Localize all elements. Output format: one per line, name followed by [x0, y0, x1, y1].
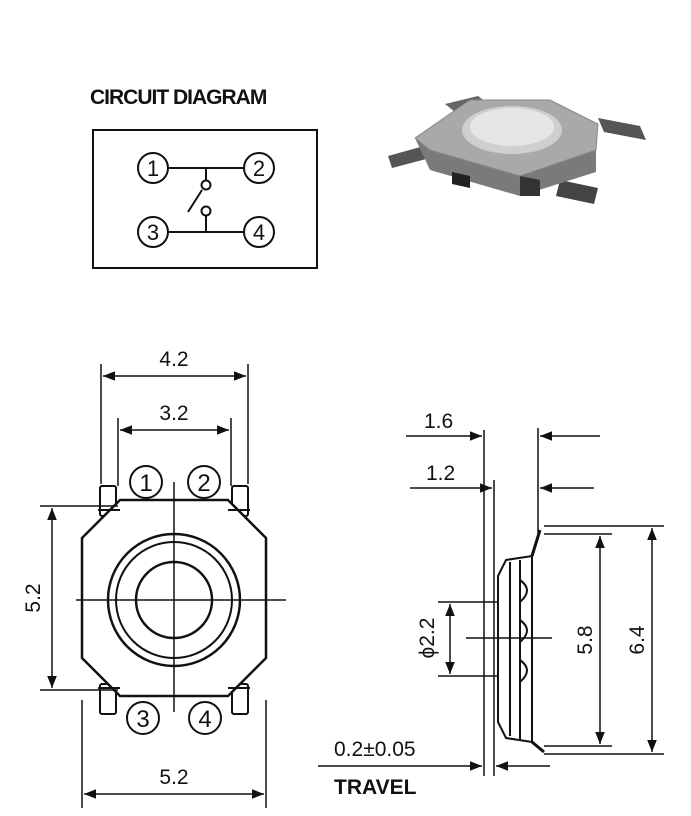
- front-pin-4-label: 4: [198, 706, 211, 733]
- side-view: [466, 428, 552, 776]
- circuit-pin-2-label: 2: [253, 156, 265, 181]
- lead-front-right: [556, 180, 598, 204]
- lead-front-left: [388, 146, 430, 168]
- side-bump-3: [519, 659, 528, 683]
- front-pin-4-circle: [188, 701, 222, 735]
- side-lead-top: [530, 529, 542, 557]
- body-dark-notch-front: [520, 176, 540, 196]
- body-dark-notch-left: [452, 172, 470, 188]
- switch-contact-top: [200, 179, 212, 191]
- travel-label: TRAVEL: [334, 776, 417, 799]
- dim-travel-value: 0.2±0.05: [334, 738, 416, 761]
- dim-1-2-label: 1.2: [426, 462, 455, 485]
- circuit-pin-1-circle: [137, 152, 169, 184]
- circuit-frame: [92, 129, 318, 269]
- dim-4-2-label: 4.2: [159, 348, 188, 371]
- side-bump-1: [519, 579, 528, 603]
- dim-6-4-label: 6.4: [626, 625, 649, 655]
- front-pin-1-label: 1: [139, 470, 152, 497]
- circuit-pin-labels: 1 2 3 4: [147, 156, 265, 245]
- lead-back-right: [598, 118, 646, 140]
- switch-lever: [187, 189, 203, 213]
- side-bump-2: [519, 619, 528, 643]
- circuit-pin-4-circle: [243, 216, 275, 248]
- side-lead-bottom: [531, 740, 545, 754]
- side-view-dimensions: [318, 431, 664, 771]
- circuit-pin-3-circle: [137, 216, 169, 248]
- front-pin-3-circle: [126, 701, 160, 735]
- dim-5-2-horizontal-label: 5.2: [159, 766, 188, 789]
- side-view-labels: 1.6 1.2 ϕ2.2 5.8 6.4 0.2±0.05 TRAVEL: [334, 410, 649, 799]
- side-body-profile: [497, 554, 533, 744]
- circuit-pin-4-label: 4: [253, 220, 265, 245]
- front-pin-2-label: 2: [197, 470, 210, 497]
- circuit-pin-3-label: 3: [147, 220, 159, 245]
- body-side: [415, 138, 596, 196]
- front-view-dimensions: [40, 364, 267, 808]
- circuit-diagram: [92, 129, 318, 269]
- circuit-pin-1-label: 1: [147, 156, 159, 181]
- dim-1-6-label: 1.6: [424, 410, 453, 433]
- front-pin-3-label: 3: [136, 706, 149, 733]
- switch-contact-bottom: [200, 205, 212, 217]
- cap-top: [470, 108, 554, 146]
- switch-photo: [388, 96, 646, 204]
- circuit-diagram-title: CIRCUIT DIAGRAM: [90, 86, 267, 109]
- front-pin-2-circle: [187, 465, 221, 499]
- dim-phi-2-2-label: ϕ2.2: [416, 618, 439, 659]
- front-view: [76, 465, 286, 735]
- dim-5-2-vertical-label: 5.2: [22, 583, 45, 612]
- circuit-pin-2-circle: [243, 152, 275, 184]
- front-view-labels: 4.2 3.2 5.2 5.2 1 2 3 4: [22, 348, 212, 789]
- dim-3-2-label: 3.2: [159, 402, 188, 425]
- dim-5-8-label: 5.8: [574, 625, 597, 654]
- front-pin-1-circle: [129, 465, 163, 499]
